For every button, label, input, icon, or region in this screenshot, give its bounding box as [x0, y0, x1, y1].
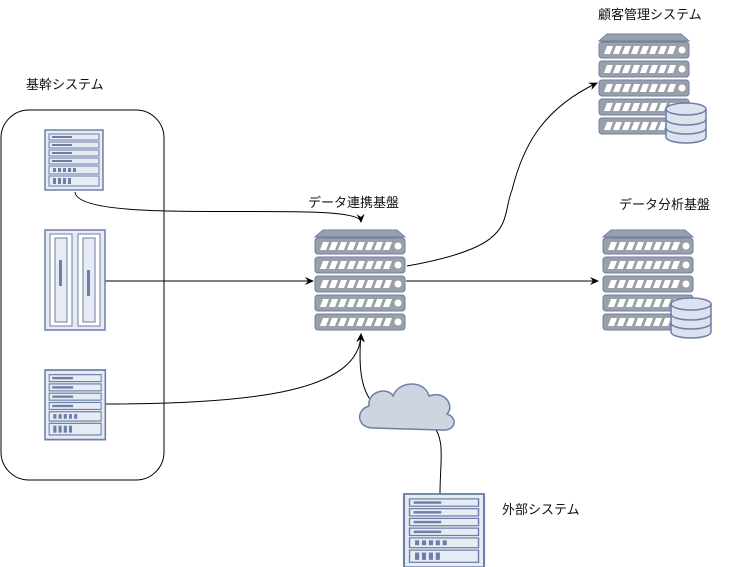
label-data-integration: データ連携基盤 [308, 196, 400, 211]
rack-server-icon [44, 369, 107, 441]
connector-external-to-cloud [431, 423, 442, 495]
connector-rack2-to-integration [104, 333, 365, 405]
label-core-systems: 基幹システム [26, 78, 104, 93]
core-systems-group [0, 109, 165, 481]
connector-cloud-to-integration [356, 333, 373, 403]
server-stack-icon [315, 230, 405, 330]
label-external: 外部システム [502, 503, 580, 518]
label-analytics: データ分析基盤 [619, 198, 711, 213]
blade-server-icon [44, 229, 106, 331]
connector-rack-to-integration [74, 191, 365, 223]
cloud-icon [358, 383, 455, 431]
label-crm: 顧客管理システム [598, 8, 702, 23]
database-icon [665, 102, 707, 144]
database-icon [670, 297, 712, 339]
rack-server-icon [44, 129, 104, 191]
rack-server-icon [402, 492, 486, 567]
connector-integration-to-crm [406, 82, 598, 267]
